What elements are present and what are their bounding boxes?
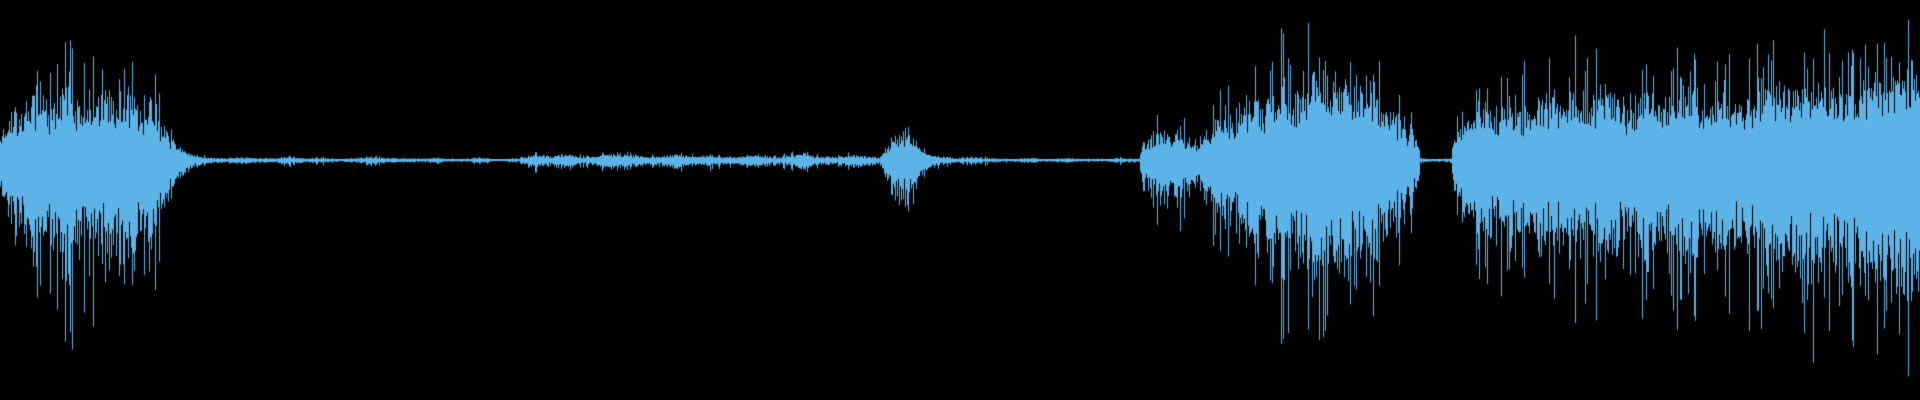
waveform-canvas[interactable]	[0, 0, 1920, 400]
audio-waveform-viewer[interactable]	[0, 0, 1920, 400]
